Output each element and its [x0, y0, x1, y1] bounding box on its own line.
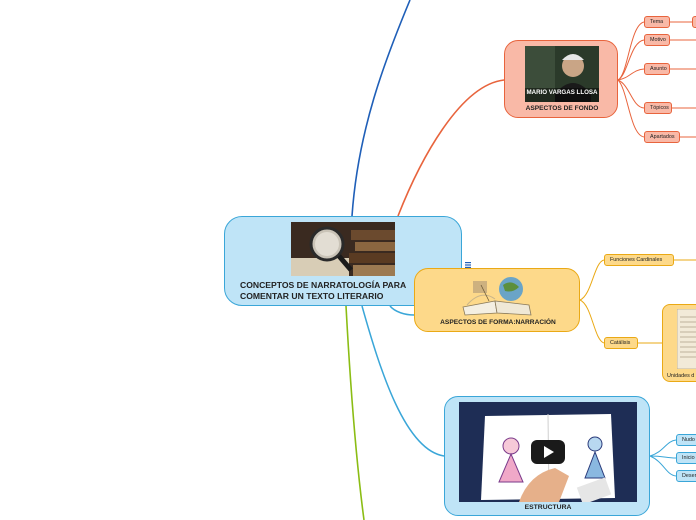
subtopic-tema[interactable]: Tema	[644, 16, 670, 28]
estructura-sub-connectors	[650, 440, 676, 476]
aspectos-de-forma-title: ASPECTOS DE FORMA:NARRACIÓN	[415, 319, 581, 326]
subtopic-nudo[interactable]: Nudo	[676, 434, 696, 446]
unidades-node[interactable]: Unidades d	[662, 304, 696, 382]
aspectos-de-fondo-node[interactable]: MARIO VARGAS LLOSA ASPECTOS DE FONDO	[504, 40, 618, 118]
author-photo: MARIO VARGAS LLOSA	[525, 46, 599, 102]
play-icon[interactable]	[531, 440, 565, 464]
subtopic-topicos[interactable]: Tópicos	[644, 102, 672, 114]
video-thumbnail[interactable]	[459, 402, 637, 502]
estructura-node[interactable]: ESTRUCTURA	[444, 396, 650, 516]
subtopic-funciones-cardinales[interactable]: Funciones Cardinales	[604, 254, 674, 266]
branch-top	[352, 0, 410, 216]
branch-fondo	[398, 80, 504, 216]
aspectos-de-forma-node[interactable]: ASPECTOS DE FORMA:NARRACIÓN	[414, 268, 580, 332]
open-book-icon	[459, 271, 535, 317]
magnifying-glass-books-icon	[291, 222, 395, 276]
subtopic-asunto[interactable]: Asunto	[644, 63, 670, 75]
subtopic-motivo[interactable]: Motivo	[644, 34, 670, 46]
branch-bottom	[346, 306, 364, 520]
author-photo-caption: MARIO VARGAS LLOSA	[525, 89, 599, 96]
unidades-label: Unidades d	[667, 373, 694, 379]
subtopic-catalisis[interactable]: Catálisis	[604, 337, 638, 349]
subtopic-apartados[interactable]: Apartados	[644, 131, 680, 143]
estructura-title: ESTRUCTURA	[445, 504, 651, 511]
document-page-icon	[677, 309, 696, 369]
subtopic-tema-child-edge[interactable]	[692, 16, 696, 28]
aspectos-de-fondo-title: ASPECTOS DE FONDO	[505, 105, 619, 112]
subtopic-desenlace[interactable]: Desen	[676, 470, 696, 482]
branch-forma	[390, 306, 414, 315]
list-icon[interactable]	[464, 256, 472, 264]
subtopic-inicio[interactable]: Inicio	[676, 452, 696, 464]
